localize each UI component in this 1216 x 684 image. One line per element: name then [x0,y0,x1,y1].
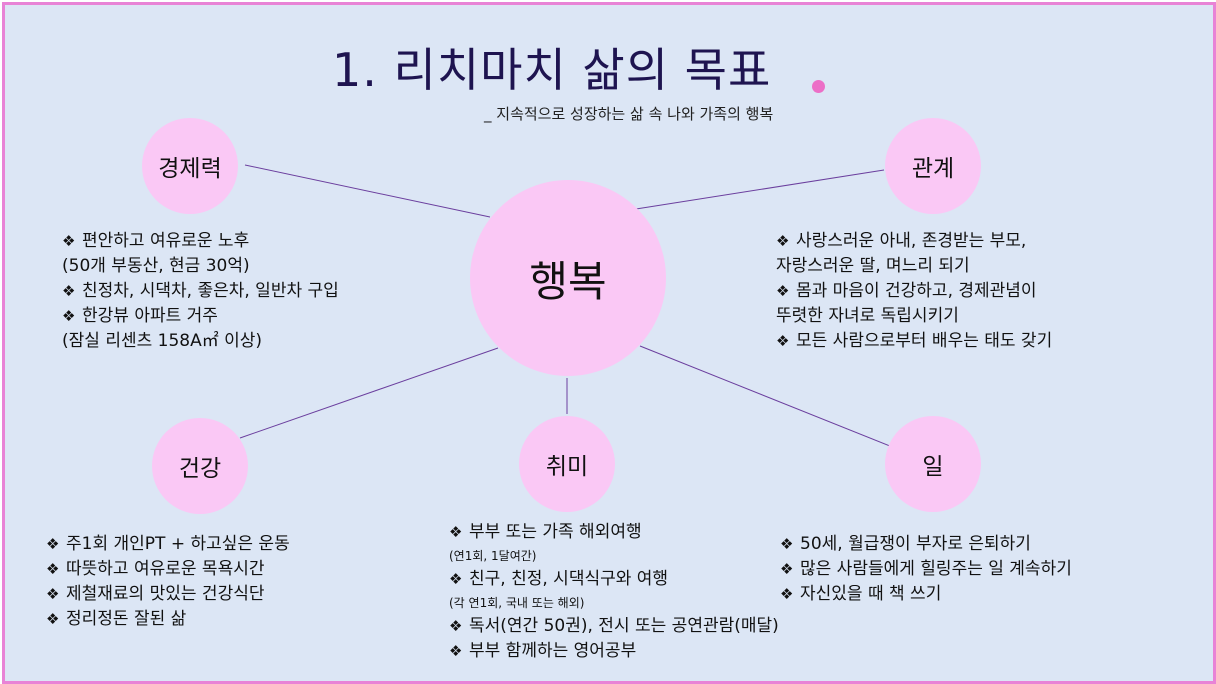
list-item-continuation: 뚜렷한 자녀로 독립시키기 [776,306,959,326]
bullet-icon: ❖ [62,232,76,250]
bullet-icon: ❖ [780,560,794,578]
bullet-icon: ❖ [449,570,463,588]
bullet-icon: ❖ [46,585,60,603]
title-dot-decoration [812,80,825,93]
list-work: ❖ 50세, 월급쟁이 부자로 은퇴하기 ❖ 많은 사람들에게 힐링주는 일 계속하기… [780,532,1072,607]
bullet-icon: ❖ [62,307,76,325]
bullet-icon: ❖ [449,617,463,635]
list-item: (50개 부동산, 현금 30억) [62,254,339,279]
list-item: ❖ 주1회 개인PT + 하고싶은 운동 [46,532,290,557]
list-item-text: 주1회 개인PT + 하고싶은 운동 [66,534,290,554]
node-relations-label: 관계 [911,156,955,182]
connector-work [639,345,891,447]
bullet-icon: ❖ [449,523,463,541]
list-item-text: 따뜻하고 여유로운 목욕시간 [66,559,265,579]
list-item: ❖ 자신있을 때 책 쓰기 [780,582,1072,607]
node-work: 일 [885,416,981,512]
bullet-icon: ❖ [776,282,790,300]
list-item: ❖ 50세, 월급쟁이 부자로 은퇴하기 [780,532,1072,557]
center-node-label: 행복 [529,256,607,306]
list-item: ❖ 부부 함께하는 영어공부 [449,639,779,664]
bullet-icon: ❖ [780,535,794,553]
list-item-text: 50세, 월급쟁이 부자로 은퇴하기 [800,534,1031,554]
list-item-continuation: (잠실 리센츠 158A㎡ 이상) [62,331,263,351]
list-item: ❖ 몸과 마음이 건강하고, 경제관념이 [776,279,1052,304]
list-item-text: 부부 또는 가족 해외여행 [469,522,642,542]
list-hobby: ❖ 부부 또는 가족 해외여행 (연1회, 1달여간) ❖ 친구, 친정, 시댁식구와 … [449,520,779,664]
list-item: ❖ 편안하고 여유로운 노후 [62,229,339,254]
list-health: ❖ 주1회 개인PT + 하고싶은 운동 ❖ 따뜻하고 여유로운 목욕시간 ❖ 제철재료의… [46,532,290,632]
list-item: ❖ 많은 사람들에게 힐링주는 일 계속하기 [780,557,1072,582]
list-item: (연1회, 1달여간) [449,545,779,567]
list-item-text: 사랑스러운 아내, 존경받는 부모, [796,231,1027,251]
bullet-icon: ❖ [62,282,76,300]
list-item: 뚜렷한 자녀로 독립시키기 [776,304,1052,329]
list-item: 자랑스러운 딸, 며느리 되기 [776,254,1052,279]
list-item: ❖ 독서(연간 50권), 전시 또는 공연관람(매달) [449,614,779,639]
node-work-label: 일 [922,454,944,480]
list-item-text: 친구, 친정, 시댁식구와 여행 [469,569,669,589]
list-item: ❖ 사랑스러운 아내, 존경받는 부모, [776,229,1052,254]
list-item: ❖ 부부 또는 가족 해외여행 [449,520,779,545]
list-item-continuation: 자랑스러운 딸, 며느리 되기 [776,256,970,276]
connector-economy [244,164,491,218]
page-subtitle: _ 지속적으로 성장하는 삶 속 나와 가족의 행복 [484,105,774,123]
page-title: 1. 리치마치 삶의 목표 [332,43,772,97]
list-item-text: 독서(연간 50권), 전시 또는 공연관람(매달) [469,616,779,636]
node-health: 건강 [152,418,248,514]
list-item: ❖ 제철재료의 맛있는 건강식단 [46,582,290,607]
list-item-text: 부부 함께하는 영어공부 [469,641,637,661]
list-item-text: 정리정돈 잘된 삶 [66,609,187,629]
list-item-text: 자신있을 때 책 쓰기 [800,584,942,604]
bullet-icon: ❖ [46,610,60,628]
connector-health [239,347,499,439]
list-relations: ❖ 사랑스러운 아내, 존경받는 부모, 자랑스러운 딸, 며느리 되기 ❖ 몸과 마음… [776,229,1052,354]
list-item-text: 한강뷰 아파트 거주 [82,306,218,326]
list-item-note: (각 연1회, 국내 또는 해외) [449,596,585,610]
bullet-icon: ❖ [449,642,463,660]
bullet-icon: ❖ [46,535,60,553]
list-item: ❖ 정리정돈 잘된 삶 [46,607,290,632]
list-item: ❖ 따뜻하고 여유로운 목욕시간 [46,557,290,582]
list-economy: ❖ 편안하고 여유로운 노후 (50개 부동산, 현금 30억) ❖ 친정차, 시댁차,… [62,229,339,354]
list-item: ❖ 모든 사람으로부터 배우는 태도 갖기 [776,329,1052,354]
list-item: ❖ 한강뷰 아파트 거주 [62,304,339,329]
list-item: (각 연1회, 국내 또는 해외) [449,592,779,614]
list-item-text: 많은 사람들에게 힐링주는 일 계속하기 [800,559,1072,579]
list-item-text: 편안하고 여유로운 노후 [82,231,250,251]
node-economy: 경제력 [142,118,238,214]
connector-relations [635,169,885,210]
list-item-text: 제철재료의 맛있는 건강식단 [66,584,265,604]
node-health-label: 건강 [178,456,222,482]
list-item: ❖ 친구, 친정, 시댁식구와 여행 [449,567,779,592]
bullet-icon: ❖ [780,585,794,603]
list-item-continuation: (50개 부동산, 현금 30억) [62,256,250,276]
node-hobby: 취미 [519,416,615,512]
list-item: (잠실 리센츠 158A㎡ 이상) [62,329,339,354]
list-item-note: (연1회, 1달여간) [449,549,537,563]
list-item-text: 친정차, 시댁차, 좋은차, 일반차 구입 [82,281,339,301]
list-item-text: 모든 사람으로부터 배우는 태도 갖기 [796,331,1053,351]
bullet-icon: ❖ [776,332,790,350]
list-item: ❖ 친정차, 시댁차, 좋은차, 일반차 구입 [62,279,339,304]
node-hobby-label: 취미 [545,454,589,480]
list-item-text: 몸과 마음이 건강하고, 경제관념이 [796,281,1037,301]
node-relations: 관계 [885,118,981,214]
node-economy-label: 경제력 [158,156,222,182]
bullet-icon: ❖ [46,560,60,578]
bullet-icon: ❖ [776,232,790,250]
center-node: 행복 [470,180,666,376]
